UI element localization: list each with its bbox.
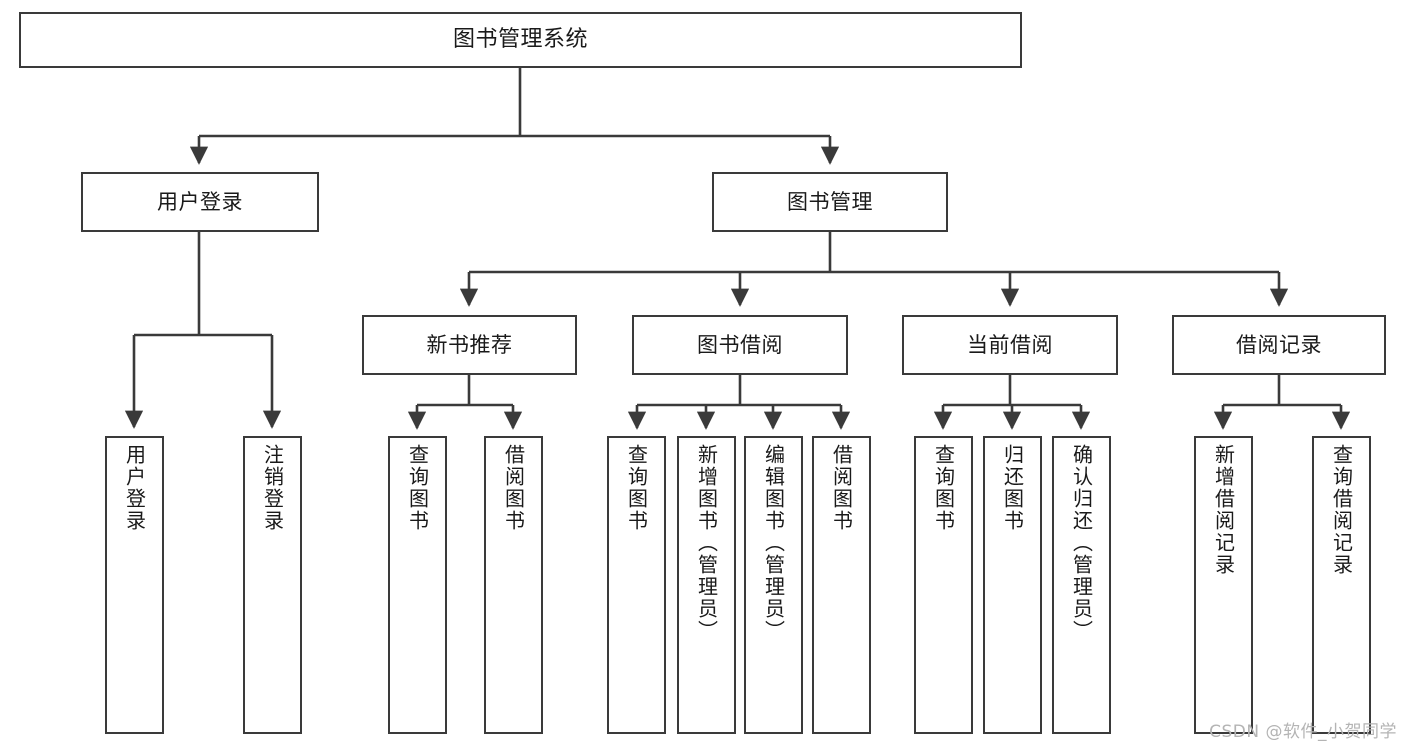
node-label: 归还图书 [1000,444,1025,532]
node-label: 新书推荐 [426,332,513,357]
node-label: 图书管理 [787,189,873,214]
node-book-borrow[interactable]: 图书借阅 [632,315,848,375]
node-leaf-return-book[interactable]: 归还图书 [983,436,1042,734]
node-leaf-add-book-admin[interactable]: 新增图书（管理员） [677,436,736,734]
node-leaf-query-book-current[interactable]: 查询图书 [914,436,973,734]
node-leaf-query-borrow-record[interactable]: 查询借阅记录 [1312,436,1371,734]
node-new-book-recommend[interactable]: 新书推荐 [362,315,577,375]
node-label: 用户登录 [122,444,147,532]
node-label: 查询图书 [405,444,430,532]
node-label: 新增图书（管理员） [694,444,719,642]
node-label: 查询图书 [931,444,956,532]
node-leaf-user-login[interactable]: 用户登录 [105,436,164,734]
node-label: 注销登录 [260,444,285,532]
node-leaf-logout[interactable]: 注销登录 [243,436,302,734]
node-leaf-add-borrow-record[interactable]: 新增借阅记录 [1194,436,1253,734]
node-label: 借阅图书 [501,444,526,532]
node-label: 借阅记录 [1236,332,1322,357]
node-label: 确认归还（管理员） [1069,444,1094,642]
node-label: 当前借阅 [967,332,1053,357]
node-label: 查询借阅记录 [1329,444,1354,576]
node-book-management[interactable]: 图书管理 [712,172,948,232]
node-label: 查询图书 [624,444,649,532]
node-borrow-record[interactable]: 借阅记录 [1172,315,1386,375]
node-leaf-edit-book-admin[interactable]: 编辑图书（管理员） [744,436,803,734]
node-leaf-query-book-borrow[interactable]: 查询图书 [607,436,666,734]
node-current-borrow[interactable]: 当前借阅 [902,315,1118,375]
node-label: 新增借阅记录 [1211,444,1236,576]
node-label: 图书管理系统 [452,27,588,53]
node-user-login[interactable]: 用户登录 [81,172,319,232]
node-leaf-borrow-book-recommend[interactable]: 借阅图书 [484,436,543,734]
node-label: 图书借阅 [697,332,783,357]
node-label: 编辑图书（管理员） [761,444,786,642]
node-label: 用户登录 [157,189,243,214]
node-book-management-system[interactable]: 图书管理系统 [19,12,1022,68]
node-leaf-query-book-recommend[interactable]: 查询图书 [388,436,447,734]
node-label: 借阅图书 [829,444,854,532]
node-leaf-confirm-return-admin[interactable]: 确认归还（管理员） [1052,436,1111,734]
node-leaf-borrow-book[interactable]: 借阅图书 [812,436,871,734]
